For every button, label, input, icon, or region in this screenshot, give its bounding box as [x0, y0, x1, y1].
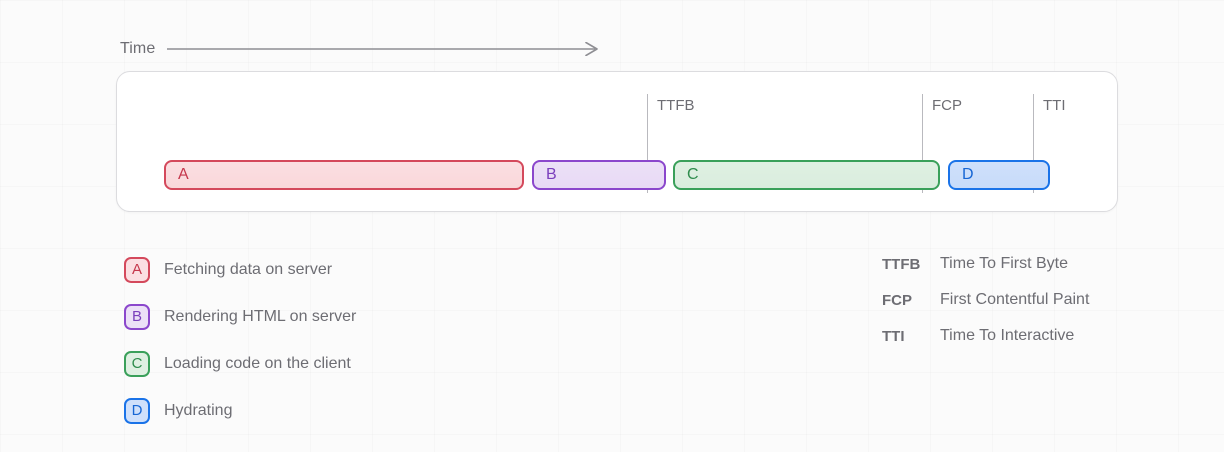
- legend-badge-icon: A: [124, 256, 150, 283]
- marker-label: FCP: [932, 97, 962, 114]
- bar-letter: C: [687, 166, 699, 183]
- legend-item-d[interactable]: D Hydrating: [124, 387, 356, 434]
- legend-item-label: Rendering HTML on server: [164, 307, 357, 325]
- bar-letter: D: [962, 166, 974, 183]
- timeline-bar-c[interactable]: C: [673, 160, 940, 190]
- abbreviation-value: Time To First Byte: [940, 255, 1069, 272]
- abbreviation-value: Time To Interactive: [940, 327, 1075, 344]
- timeline-track: TTFB FCP TTI A B C D: [117, 72, 1117, 211]
- abbreviation-item-fcp: FCP First Contentful Paint: [882, 282, 1089, 318]
- legend-item-label: Loading code on the client: [164, 354, 351, 372]
- bar-letter: B: [546, 166, 557, 183]
- timeline-bar-b[interactable]: B: [532, 160, 666, 190]
- time-axis-label: Time: [120, 40, 156, 57]
- abbreviation-item-tti: TTI Time To Interactive: [882, 318, 1089, 354]
- bar-letter: A: [178, 166, 189, 183]
- marker-line: [922, 94, 923, 193]
- marker-label: TTFB: [657, 97, 695, 114]
- abbreviation-key: FCP: [882, 291, 912, 309]
- abbreviation-key: TTI: [882, 327, 905, 345]
- abbreviation-key: TTFB: [882, 255, 921, 273]
- timeline-card: TTFB FCP TTI A B C D: [116, 71, 1118, 212]
- legend-item-a[interactable]: A Fetching data on server: [124, 246, 356, 293]
- legend-item-c[interactable]: C Loading code on the client: [124, 340, 356, 387]
- legend-badge-icon: C: [124, 350, 150, 377]
- marker-label: TTI: [1043, 97, 1066, 114]
- timeline-bar-a[interactable]: A: [164, 160, 524, 190]
- legend-badge-icon: D: [124, 397, 150, 424]
- legend-item-label: Fetching data on server: [164, 260, 333, 278]
- time-axis: Time: [120, 40, 605, 58]
- marker-line: [1033, 94, 1034, 193]
- marker-line: [647, 94, 648, 193]
- timeline-bar-d[interactable]: D: [948, 160, 1050, 190]
- abbreviation-value: First Contentful Paint: [940, 291, 1090, 308]
- legend-item-label: Hydrating: [164, 401, 233, 419]
- legend-item-b[interactable]: B Rendering HTML on server: [124, 293, 356, 340]
- legend-badge-icon: B: [124, 303, 150, 330]
- arrow-right-icon: [167, 42, 599, 56]
- abbreviation-item-ttfb: TTFB Time To First Byte: [882, 246, 1089, 282]
